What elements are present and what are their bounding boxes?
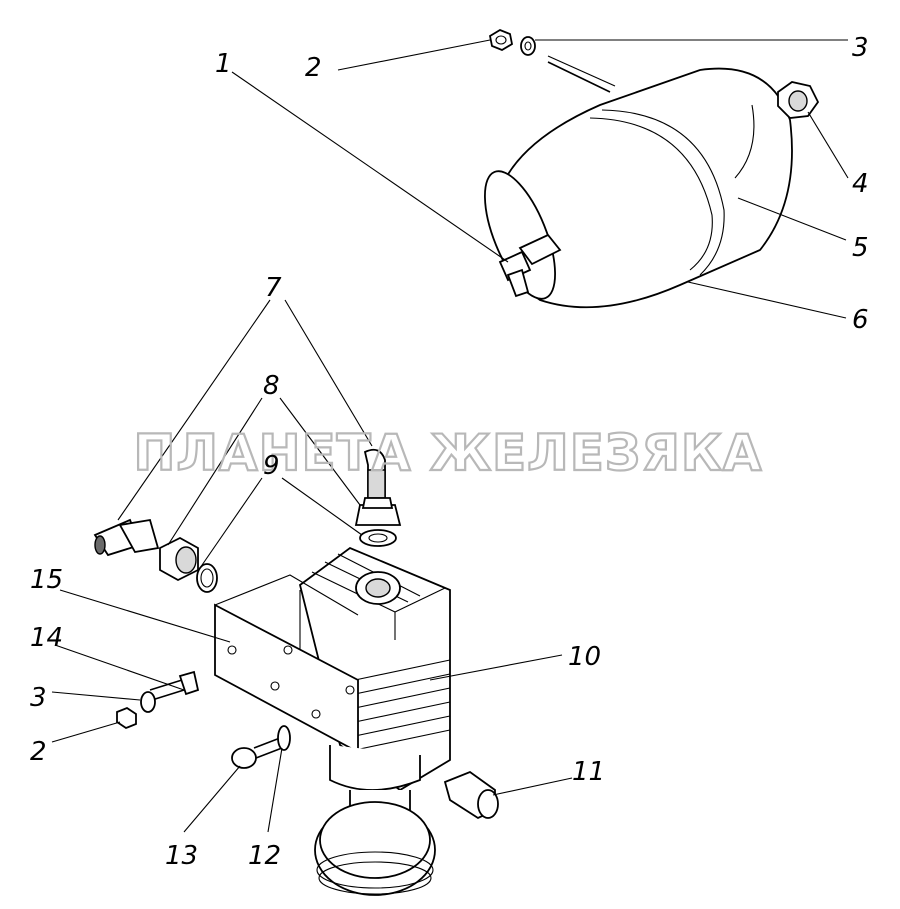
callout-7: 7 bbox=[265, 273, 282, 303]
bolt-part-14 bbox=[149, 670, 200, 701]
washer-part-9-left bbox=[196, 563, 218, 593]
valve-part-11 bbox=[443, 770, 499, 820]
air-tank bbox=[484, 55, 793, 309]
bolt-part-13 bbox=[231, 737, 283, 769]
fitting-part-1 bbox=[498, 233, 562, 298]
callout-14: 14 bbox=[30, 623, 63, 653]
callout-3-left: 3 bbox=[30, 683, 47, 713]
fitting-part-8-left bbox=[159, 536, 199, 582]
callout-2-top: 2 bbox=[305, 53, 322, 83]
callout-1: 1 bbox=[215, 49, 232, 79]
callout-15: 15 bbox=[30, 565, 63, 595]
nut-part-2-left bbox=[116, 706, 137, 730]
elbow-fitting-part-7-left bbox=[93, 518, 160, 557]
callout-8: 8 bbox=[263, 371, 280, 401]
washer-part-9-upper bbox=[359, 529, 397, 547]
washer-part-3-top bbox=[520, 36, 536, 56]
callout-5: 5 bbox=[852, 233, 869, 263]
plug-part-4 bbox=[777, 81, 820, 119]
callout-labels: 1 2 3 4 5 6 7 8 9 10 11 12 13 14 15 3 2 bbox=[30, 33, 869, 871]
nut-part-2-top bbox=[488, 28, 514, 52]
fitting-part-8-upper bbox=[354, 497, 402, 526]
callout-2-left: 2 bbox=[30, 737, 47, 767]
callout-10: 10 bbox=[568, 642, 601, 672]
callout-9: 9 bbox=[263, 451, 280, 481]
callout-4: 4 bbox=[852, 169, 869, 199]
callout-12: 12 bbox=[248, 841, 281, 871]
compressor-head bbox=[214, 546, 451, 896]
callout-11: 11 bbox=[572, 757, 605, 787]
watermark-text: ПЛАНЕТА ЖЕЛЕЗЯКА bbox=[134, 424, 763, 482]
callout-13: 13 bbox=[165, 841, 198, 871]
washer-part-12 bbox=[277, 725, 291, 751]
callout-6: 6 bbox=[852, 305, 869, 335]
leader-lines bbox=[51, 39, 849, 833]
callout-3-top: 3 bbox=[852, 33, 869, 63]
washer-part-3-left bbox=[140, 691, 156, 713]
